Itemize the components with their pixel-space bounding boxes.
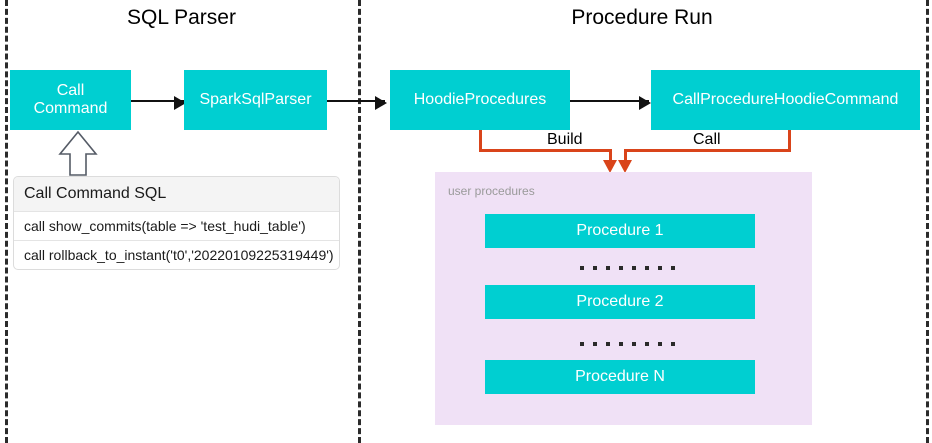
user-procedures-label: user procedures	[448, 184, 535, 198]
divider-left	[5, 0, 8, 443]
build-connector-vertical	[479, 130, 482, 152]
connector-label-call: Call	[693, 131, 721, 148]
build-connector-arrowhead	[603, 160, 617, 173]
procedure-box-n[interactable]: Procedure N	[485, 360, 755, 394]
divider-middle	[358, 0, 361, 443]
ellipsis-dots-1	[580, 266, 675, 270]
connector-label-build: Build	[547, 131, 583, 148]
section-title-procedure-run: Procedure Run	[571, 6, 713, 29]
sql-table-row: call rollback_to_instant('t0','202201092…	[24, 247, 334, 263]
procedure-box-1[interactable]: Procedure 1	[485, 214, 755, 248]
hollow-up-arrow-icon	[58, 130, 98, 177]
node-callprocedurehoodiecommand[interactable]: CallProcedureHoodieCommand	[651, 70, 920, 130]
build-connector-horizontal	[479, 149, 612, 152]
sql-table-row: call show_commits(table => 'test_hudi_ta…	[14, 212, 339, 241]
build-connector-drop	[609, 149, 612, 163]
node-hoodieprocedures[interactable]: HoodieProcedures	[390, 70, 570, 130]
call-connector-vertical	[788, 130, 791, 152]
arrow-call-command-to-sparksqlparser	[131, 96, 186, 110]
call-connector-horizontal	[624, 149, 791, 152]
node-call-command[interactable]: Call Command	[10, 70, 131, 130]
sql-table-header: Call Command SQL	[14, 177, 339, 212]
call-connector-arrowhead	[618, 160, 632, 173]
node-sparksqlparser[interactable]: SparkSqlParser	[184, 70, 327, 130]
section-title-sql-parser: SQL Parser	[127, 6, 236, 29]
call-command-sql-table: Call Command SQL call show_commits(table…	[13, 176, 340, 270]
arrow-hoodieprocedures-to-callprocedurehoodiecommand	[570, 96, 651, 110]
arrow-sparksqlparser-to-hoodieprocedures	[327, 96, 387, 110]
procedure-box-2[interactable]: Procedure 2	[485, 285, 755, 319]
divider-right	[926, 0, 929, 443]
ellipsis-dots-2	[580, 342, 675, 346]
call-connector-drop	[624, 149, 627, 163]
